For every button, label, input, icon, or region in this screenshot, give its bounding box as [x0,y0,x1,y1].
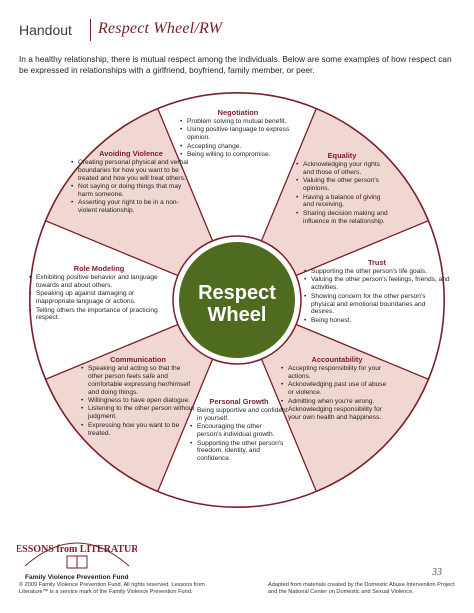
section-accountability: Accountability Accepting responsibility … [281,356,393,422]
bullet-item: Showing concern for the other person's p… [304,293,450,317]
bullet-item: Acknowledging your rights and those of o… [296,161,388,177]
wheel-center-label: Respect Wheel [183,282,291,326]
section-title: Communication [110,355,166,364]
section-items: Being supportive and confident in yourse… [190,407,288,463]
section-equality: Equality Acknowledging your rights and t… [296,152,388,226]
section-items: Problem solving to mutual benefit.Using … [180,118,296,159]
lessons-from-literature-logo: LESSONS from LITERATURE [17,542,137,569]
bullet-item: Acknowledging responsibility for your ow… [281,406,393,422]
bullet-item: Accepting responsibility for your action… [281,365,393,381]
bullet-item: Accepting change. [180,143,296,151]
section-title: Equality [327,151,357,160]
header-divider [90,19,91,41]
section-title: Negotiation [217,108,259,117]
section-personal-growth: Personal Growth Being supportive and con… [190,398,288,464]
bullet-item: Valuing the other person's opinions. [296,177,388,193]
section-communication: Communication Speaking and acting so tha… [81,356,195,438]
section-role-modeling: Role Modeling Exhibiting positive behavi… [29,265,169,323]
bullet-item: Acknowledging past use of abuse or viole… [281,381,393,397]
section-title: Avoiding Violence [99,149,163,158]
bullet-item: Asserting your right to be in a non-viol… [71,199,191,215]
section-items: Acknowledging your rights and those of o… [296,161,388,226]
section-title: Trust [367,258,387,267]
bullet-item: Listening to the other person without ju… [81,405,195,421]
section-avoiding-violence: Avoiding Violence Creating personal phys… [71,150,191,216]
page-title: Respect Wheel/RW [98,20,223,37]
bullet-item: Valuing the other person's feelings, fri… [304,276,450,292]
bullet-item: Admitting when you're wrong. [281,398,393,406]
bullet-item: Being honest. [304,317,450,325]
bullet-item: Sharing decision making and influence in… [296,210,388,226]
center-label-line1: Respect [198,282,276,304]
section-negotiation: Negotiation Problem solving to mutual be… [180,109,296,159]
section-items: Speaking and acting so that the other pe… [81,365,195,438]
bullet-item: Encouraging the other person's individua… [190,423,288,439]
bullet-item: Supporting the other person's life goals… [304,268,450,276]
bullet-item: Using positive language to express opini… [180,126,296,142]
page-number: 33 [432,567,442,578]
bullet-item: Being supportive and confident in yourse… [190,407,288,423]
bullet-item: Supporting the other person's freedom, i… [190,440,288,464]
bullet-item: Problem solving to mutual benefit. [180,118,296,126]
section-items: Accepting responsibility for your action… [281,365,393,422]
section-trust: Trust Supporting the other person's life… [304,259,450,325]
handout-label: Handout [19,22,72,38]
section-items: Exhibiting positive behavior and languag… [29,274,169,322]
bullet-item: Speaking and acting so that the other pe… [81,365,195,397]
section-title: Accountability [311,355,363,364]
section-items: Supporting the other person's life goals… [304,268,450,325]
bullet-item: Telling others the importance of practic… [29,307,169,323]
adapted-credit: Adapted from materials created by the Do… [268,582,455,595]
bullet-item: Willingness to have open dialogue. [81,397,195,405]
logo-text: LESSONS from LITERATURE [17,544,137,555]
center-label-line2: Wheel [207,304,267,326]
bullet-item: Speaking up against damaging or inapprop… [29,290,169,306]
bullet-item: Having a balance of giving and receiving… [296,194,388,210]
bullet-item: Creating personal physical and verbal bo… [71,159,191,183]
bullet-item: Expressing how you want to be treated. [81,422,195,438]
bullet-item: Exhibiting positive behavior and languag… [29,274,169,290]
section-title: Role Modeling [73,264,125,273]
logo-subtitle: Family Violence Prevention Fund [25,574,129,581]
wheel-hub [179,242,295,358]
section-items: Creating personal physical and verbal bo… [71,159,191,215]
section-title: Personal Growth [209,397,269,406]
bullet-item: Not saying or doing things that may harm… [71,183,191,199]
bullet-item: Being willing to compromise. [180,151,296,159]
copyright-notice: © 2009 Family Violence Prevention Fund. … [19,582,205,595]
intro-paragraph: In a healthy relationship, there is mutu… [19,54,452,75]
